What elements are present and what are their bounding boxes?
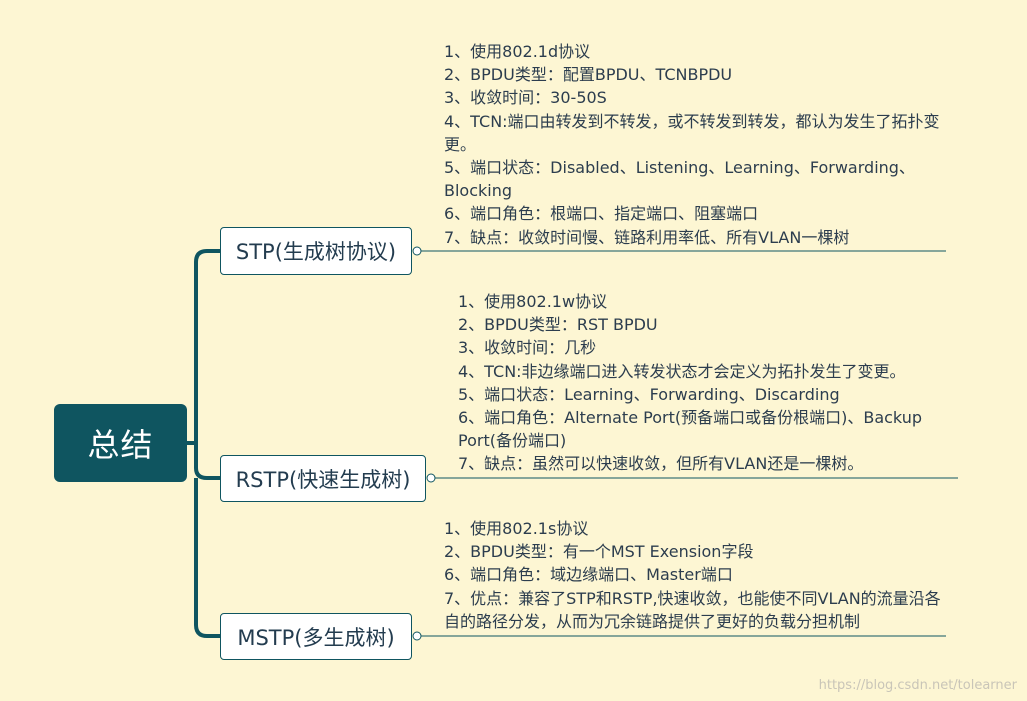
branch-connector-rstp	[194, 443, 220, 480]
note-item: 4、TCN:端口由转发到不转发，或不转发到转发，都认为发生了拓扑变更。	[444, 111, 940, 154]
note-item: 6、端口角色：域边缘端口、Master端口	[444, 565, 733, 585]
note-item: 1、使用802.1w协议	[458, 292, 608, 311]
watermark: https://blog.csdn.net/tolearner	[818, 678, 1017, 693]
note-item: 1、使用802.1s协议	[444, 519, 589, 538]
note-item: 7、缺点：收敛时间慢、链路利用率低、所有VLAN一棵树	[444, 227, 850, 247]
note-item: 3、收敛时间：几秒	[458, 338, 597, 358]
note-stp: 1、使用802.1d协议 2、BPDU类型：配置BPDU、TCNBPDU 3、收…	[444, 40, 944, 249]
root-label: 总结	[87, 426, 154, 464]
note-item: 2、BPDU类型：RST BPDU	[458, 315, 658, 335]
note-item: 3、收敛时间：30-50S	[444, 88, 607, 108]
note-item: 2、BPDU类型：有一个MST Exension字段	[444, 542, 754, 562]
note-dot-rstp	[426, 473, 436, 483]
note-item: 6、端口角色：根端口、指定端口、阻塞端口	[444, 204, 759, 224]
note-item: 7、缺点：虽然可以快速收敛，但所有VLAN还是一棵树。	[458, 454, 864, 474]
note-dot-mstp	[412, 631, 422, 641]
note-item: 2、BPDU类型：配置BPDU、TCNBPDU	[444, 65, 733, 85]
note-item: 5、端口状态：Disabled、Listening、Learning、Forwa…	[444, 158, 915, 201]
note-rstp: 1、使用802.1w协议 2、BPDU类型：RST BPDU 3、收敛时间：几秒…	[458, 290, 953, 476]
note-item: 6、端口角色：Alternate Port(预备端口或备份根端口)、Backup…	[458, 408, 922, 451]
branch-label: STP(生成树协议)	[235, 240, 397, 264]
branch-connector-mstp	[194, 478, 220, 638]
note-item: 7、优点：兼容了STP和RSTP,快速收敛，也能使不同VLAN的流量沿各自的路径…	[444, 588, 941, 631]
note-mstp: 1、使用802.1s协议 2、BPDU类型：有一个MST Exension字段 …	[444, 517, 944, 633]
branch-node-stp[interactable]: STP(生成树协议)	[220, 227, 412, 275]
branch-node-rstp[interactable]: RSTP(快速生成树)	[220, 455, 426, 502]
note-item: 4、TCN:非边缘端口进入转发状态才会定义为拓扑发生了变更。	[458, 361, 906, 381]
branch-connector-stp	[194, 249, 220, 443]
branch-label: RSTP(快速生成树)	[235, 467, 411, 492]
note-item: 1、使用802.1d协议	[444, 42, 591, 61]
root-node[interactable]: 总结	[54, 404, 187, 482]
note-item: 5、端口状态：Learning、Forwarding、Discarding	[458, 384, 840, 404]
note-dot-stp	[412, 246, 422, 256]
branch-label: MSTP(多生成树)	[237, 625, 395, 650]
branch-node-mstp[interactable]: MSTP(多生成树)	[220, 613, 412, 660]
